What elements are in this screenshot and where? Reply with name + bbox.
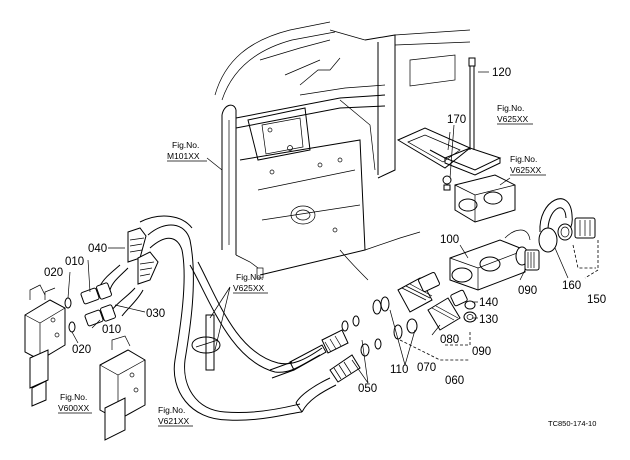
svg-text:V625XX: V625XX [233, 283, 265, 293]
control-valve-v600 [24, 284, 66, 407]
svg-text:V625XX: V625XX [497, 114, 529, 124]
hose-030 [111, 251, 159, 317]
part-labels: 120 170 100 090 160 150 140 130 080 090 … [44, 67, 606, 395]
part-label-010-lower[interactable]: 010 [102, 324, 121, 336]
svg-text:Fig.No.: Fig.No. [510, 154, 537, 164]
part-label-090-middle[interactable]: 090 [472, 346, 491, 358]
leader-lines [67, 71, 596, 384]
part-label-110[interactable]: 110 [390, 364, 408, 376]
svg-text:Fig.No.: Fig.No. [497, 103, 524, 113]
dust-cover-150 [538, 198, 599, 279]
part-label-130[interactable]: 130 [479, 314, 498, 326]
part-label-140[interactable]: 140 [479, 297, 498, 309]
figref-v621[interactable]: Fig.No. V621XX [158, 405, 193, 427]
coupler-080-lower [427, 289, 468, 331]
figref-v600[interactable]: Fig.No. V600XX [58, 392, 92, 414]
svg-text:V621XX: V621XX [158, 416, 190, 426]
drawing-code: TC850-174-10 [548, 419, 596, 428]
part-label-010-upper[interactable]: 010 [65, 256, 84, 268]
part-label-040[interactable]: 040 [88, 243, 107, 255]
part-label-150[interactable]: 150 [587, 294, 606, 306]
part-label-020-lower[interactable]: 020 [72, 344, 91, 356]
part-label-050[interactable]: 050 [358, 383, 377, 395]
part-label-100[interactable]: 100 [440, 234, 459, 246]
svg-text:V600XX: V600XX [58, 403, 90, 413]
svg-text:Fig.No.: Fig.No. [236, 272, 263, 282]
coupler-holder-100 [449, 229, 531, 291]
svg-text:V625XX: V625XX [510, 165, 542, 175]
part-label-080[interactable]: 080 [440, 334, 459, 346]
part-label-020-upper[interactable]: 020 [44, 267, 63, 279]
coupler-080-upper [397, 272, 440, 313]
svg-text:Fig.No.: Fig.No. [158, 405, 185, 415]
figref-v625-middle[interactable]: Fig.No. V625XX [233, 272, 268, 294]
hose-040 [99, 227, 147, 291]
figref-v625-upper[interactable]: Fig.No. V625XX [497, 103, 533, 125]
svg-text:M101XX: M101XX [167, 151, 200, 161]
o-rings-and-nuts [372, 296, 477, 340]
control-valve-v621 [99, 335, 146, 441]
hose-loop [139, 215, 323, 421]
part-label-170[interactable]: 170 [447, 114, 466, 126]
figref-v625-right[interactable]: Fig.No. V625XX [510, 154, 546, 176]
part-label-070[interactable]: 070 [417, 362, 436, 374]
coupler-090-right [524, 249, 540, 271]
bolt-120-assembly [429, 57, 516, 223]
tractor-frame [214, 21, 471, 281]
svg-text:Fig.No.: Fig.No. [60, 392, 87, 402]
fig-references: Fig.No. M101XX Fig.No. V625XX Fig.No. V6… [58, 103, 546, 427]
o-rings-020 [64, 297, 76, 333]
svg-text:Fig.No.: Fig.No. [172, 140, 199, 150]
part-label-120[interactable]: 120 [492, 67, 511, 79]
part-label-030[interactable]: 030 [146, 308, 165, 320]
figref-m101[interactable]: Fig.No. M101XX [167, 140, 207, 162]
part-label-160[interactable]: 160 [562, 280, 581, 292]
part-label-090-right[interactable]: 090 [518, 285, 537, 297]
hose-clamp-bracket [191, 314, 221, 371]
part-label-060[interactable]: 060 [445, 375, 464, 387]
